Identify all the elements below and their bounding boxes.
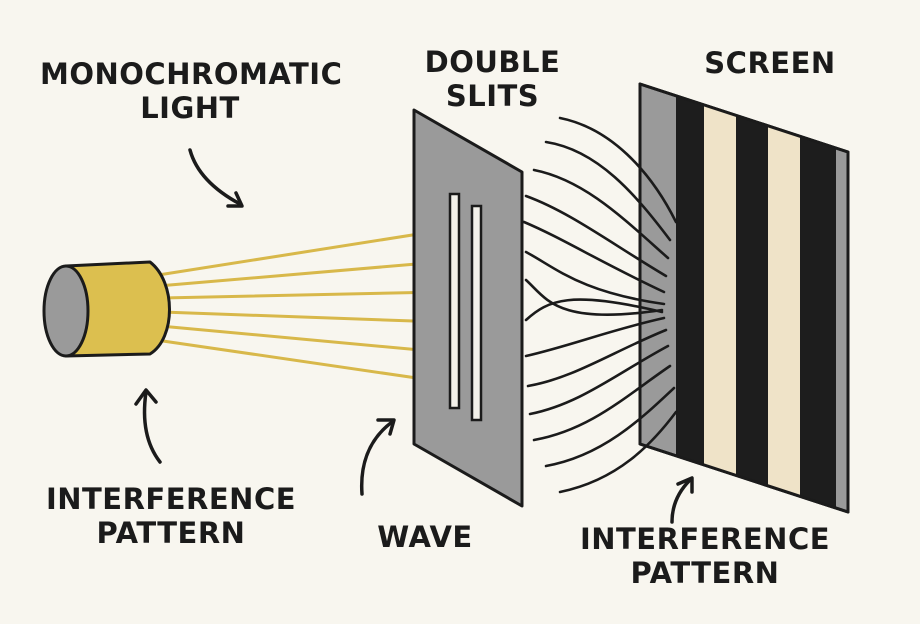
label-line: INTERFERENCE xyxy=(45,482,297,516)
label-interference-pattern-right: INTERFERENCE PATTERN xyxy=(570,522,840,590)
label-line: WAVE xyxy=(377,520,473,554)
label-interference-pattern-left: INTERFERENCE PATTERN xyxy=(36,482,306,550)
screen-panel xyxy=(638,82,850,514)
label-monochromatic-light: MONOCHROMATIC LIGHT xyxy=(40,57,343,125)
light-beams xyxy=(150,228,446,384)
label-line: PATTERN xyxy=(96,516,246,550)
arrow-monochromatic-light xyxy=(188,148,244,208)
label-double-slits: DOUBLE SLITS xyxy=(410,45,575,113)
label-line: MONOCHROMATIC xyxy=(40,57,343,91)
slit xyxy=(470,204,483,422)
bright-fringe xyxy=(768,126,800,496)
bright-fringe xyxy=(704,105,736,475)
label-line: SLITS xyxy=(445,79,540,113)
label-line: INTERFERENCE xyxy=(579,522,831,556)
label-line: DOUBLE xyxy=(424,45,561,79)
label-wave: WAVE xyxy=(365,520,485,554)
arrow-wave xyxy=(359,418,396,496)
label-screen: SCREEN xyxy=(690,46,850,80)
double-slit-panel xyxy=(412,108,524,508)
label-line: PATTERN xyxy=(630,556,780,590)
dark-fringe xyxy=(800,136,836,508)
light-source xyxy=(42,260,171,358)
dark-fringe xyxy=(736,115,768,486)
label-line: LIGHT xyxy=(140,91,240,125)
dark-fringe xyxy=(676,96,704,465)
slit xyxy=(448,192,461,410)
arrow-interference-pattern-left xyxy=(134,388,162,464)
arrow-interference-pattern-right xyxy=(670,476,694,524)
label-line: SCREEN xyxy=(704,46,836,80)
interference-waves xyxy=(522,116,678,494)
